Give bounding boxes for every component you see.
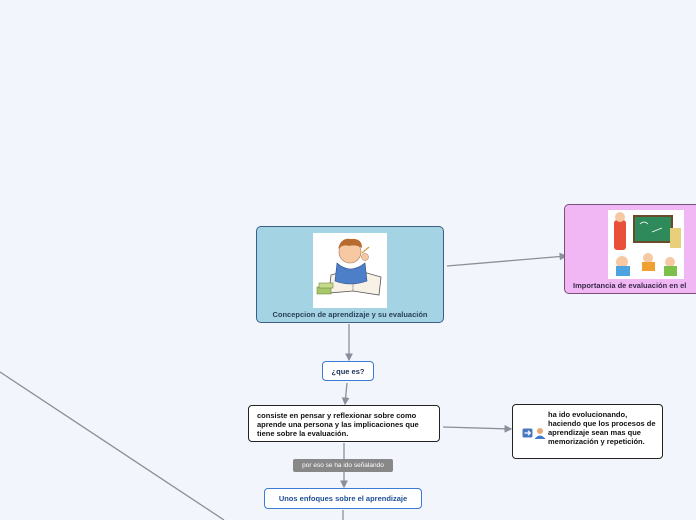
que-es-node[interactable]: ¿que es?	[322, 361, 374, 381]
person-icon	[534, 428, 546, 439]
line-main-to-importance	[446, 252, 568, 267]
classroom-clipart-icon	[608, 210, 684, 279]
main-topic-node[interactable]: Concepcion de aprendizaje y su evaluació…	[256, 226, 444, 323]
student-clipart-icon	[313, 233, 387, 308]
arrow-right-icon	[522, 428, 533, 438]
enfoques-node[interactable]: Unos enfoques sobre el aprendizaje	[264, 488, 422, 509]
consiste-node[interactable]: consiste en pensar y reflexionar sobre c…	[248, 405, 440, 442]
evolucion-node[interactable]: ha ido evolucionando, haciendo que los p…	[512, 404, 663, 459]
connector-label: por eso se ha ido señalando	[293, 459, 393, 472]
importance-node[interactable]: Importancia de evaluación en el	[564, 204, 696, 294]
line-consiste-to-evolucion	[442, 424, 513, 433]
main-topic-label: Concepcion de aprendizaje y su evaluació…	[272, 310, 428, 319]
line-diagonal-left	[0, 371, 225, 520]
importance-label: Importancia de evaluación en el	[573, 281, 687, 290]
line-que-to-consiste	[341, 382, 350, 406]
evolucion-text: ha ido evolucionando, haciendo que los p…	[548, 410, 656, 446]
